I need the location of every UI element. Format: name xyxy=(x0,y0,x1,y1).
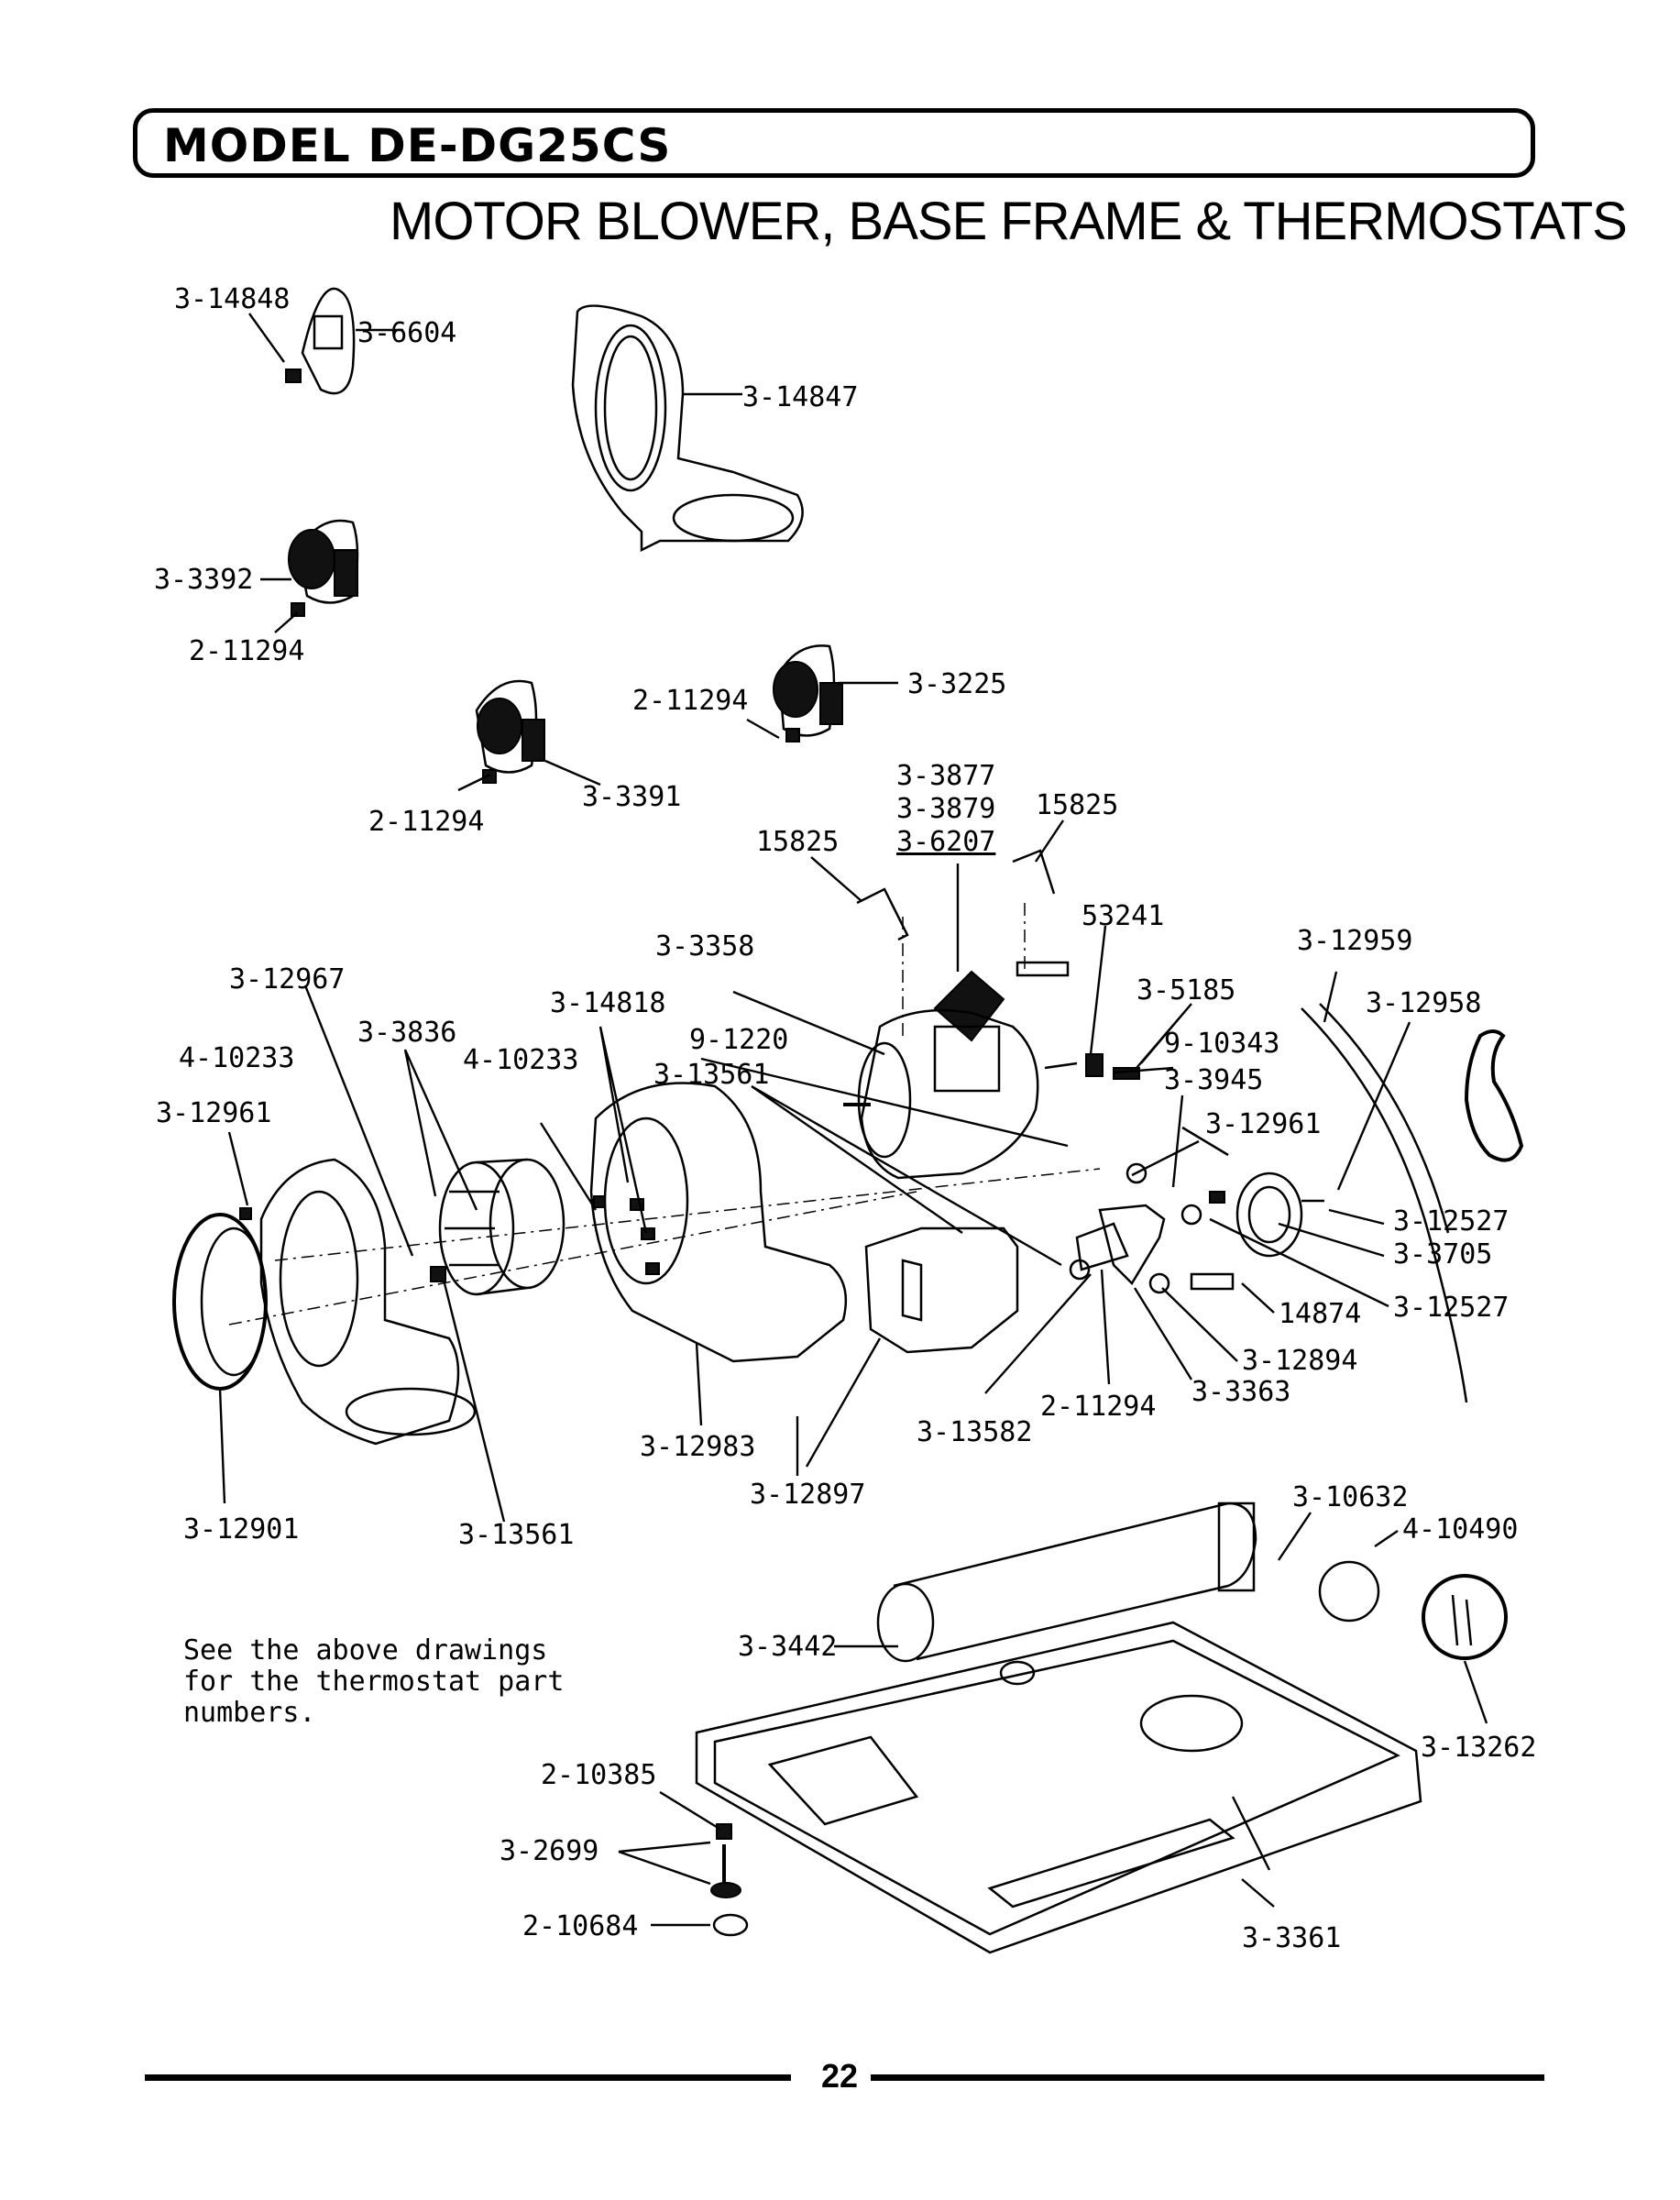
label-3-3442: 3-3442 xyxy=(738,1631,838,1663)
model-name: MODEL DE-DG25CS xyxy=(163,119,672,172)
label-3-13262: 3-13262 xyxy=(1421,1732,1537,1764)
label-3-3225: 3-3225 xyxy=(907,668,1007,700)
label-15825-a: 15825 xyxy=(756,826,840,858)
label-3-12901: 3-12901 xyxy=(183,1513,300,1546)
note-line-2: for the thermostat part xyxy=(183,1666,565,1698)
hardware-drawing xyxy=(1069,1053,1235,1294)
label-9-10343: 9-10343 xyxy=(1164,1028,1280,1060)
label-3-3391: 3-3391 xyxy=(582,781,682,813)
label-3-5185: 3-5185 xyxy=(1136,974,1236,1006)
heater-duct-drawing xyxy=(876,1502,1257,1663)
label-3-6604: 3-6604 xyxy=(357,317,457,349)
label-3-12983: 3-12983 xyxy=(640,1431,756,1463)
blower-seal-drawing xyxy=(172,1213,268,1391)
label-3-2699: 3-2699 xyxy=(500,1835,599,1867)
label-2-11294-d: 2-11294 xyxy=(1040,1391,1157,1423)
label-3-3358: 3-3358 xyxy=(655,930,755,962)
blower-wheel-drawing xyxy=(438,1158,565,1296)
label-14874: 14874 xyxy=(1279,1298,1362,1330)
thermostat-3-3392-drawing xyxy=(288,519,359,617)
label-4-10233-a: 4-10233 xyxy=(179,1042,295,1074)
label-3-3877: 3-3877 xyxy=(896,760,996,792)
wire-harness-drawing xyxy=(1318,1560,1508,1660)
label-3-14848: 3-14848 xyxy=(174,283,291,315)
label-3-3361: 3-3361 xyxy=(1242,1922,1342,1954)
label-3-3363: 3-3363 xyxy=(1191,1376,1291,1408)
label-3-14847: 3-14847 xyxy=(742,381,859,413)
diagram-title: MOTOR BLOWER, BASE FRAME & THERMOSTATS xyxy=(390,192,1628,251)
label-2-11294-a: 2-11294 xyxy=(189,635,305,667)
label-3-13561-a: 3-13561 xyxy=(653,1059,770,1091)
thermostat-3-3391-drawing xyxy=(475,679,545,784)
label-3-12894: 3-12894 xyxy=(1242,1345,1358,1377)
note-line-3: numbers. xyxy=(183,1697,316,1729)
clip-15825-drawing xyxy=(856,849,1056,941)
thermostat-3-3225-drawing xyxy=(773,644,843,742)
label-9-1220: 9-1220 xyxy=(689,1024,789,1056)
model-header-box: MODEL DE-DG25CS xyxy=(133,108,1535,178)
leveling-leg-drawing xyxy=(710,1823,749,1937)
note-line-1: See the above drawings xyxy=(183,1634,548,1666)
blower-housing-left-drawing xyxy=(259,1158,477,1446)
label-53241: 53241 xyxy=(1082,900,1165,932)
label-2-10385: 2-10385 xyxy=(541,1759,657,1791)
label-3-3392: 3-3392 xyxy=(154,564,254,596)
label-3-13561-b: 3-13561 xyxy=(458,1519,575,1551)
leader-lines xyxy=(218,313,1488,1927)
label-2-11294-b: 2-11294 xyxy=(632,685,749,717)
idler-arm-drawing xyxy=(1075,1204,1166,1286)
footer-rule-right xyxy=(871,2074,1544,2081)
thermostat-3-6604-drawing xyxy=(285,287,356,395)
label-4-10490: 4-10490 xyxy=(1402,1513,1519,1546)
page-number: 22 xyxy=(821,2057,859,2095)
motor-mount-drawing xyxy=(864,1226,1019,1354)
label-3-12897: 3-12897 xyxy=(750,1479,866,1511)
label-3-3945: 3-3945 xyxy=(1164,1064,1264,1096)
drive-belt-drawing xyxy=(1301,1003,1468,1403)
idler-belt-drawing xyxy=(1464,1029,1524,1162)
label-3-12961-a: 3-12961 xyxy=(156,1097,272,1129)
motor-switch-drawing xyxy=(933,961,1070,1042)
blower-housing-back-drawing xyxy=(571,304,804,553)
thermostat-note: See the above drawings for the thermosta… xyxy=(183,1635,564,1729)
label-15825-b: 15825 xyxy=(1036,789,1119,821)
label-4-10233-b: 4-10233 xyxy=(463,1044,579,1076)
label-3-12967: 3-12967 xyxy=(229,963,346,996)
label-3-12961-b: 3-12961 xyxy=(1205,1108,1322,1140)
base-frame-drawing xyxy=(695,1621,1422,1954)
label-2-10684: 2-10684 xyxy=(522,1910,639,1942)
label-2-11294-c: 2-11294 xyxy=(368,806,485,838)
label-3-12527-b: 3-12527 xyxy=(1393,1292,1510,1324)
motor-3-3358-drawing xyxy=(843,1008,1078,1180)
label-3-14818: 3-14818 xyxy=(550,987,666,1019)
footer-rule-left xyxy=(145,2074,791,2081)
label-3-12527-a: 3-12527 xyxy=(1393,1205,1510,1238)
label-3-12958: 3-12958 xyxy=(1366,987,1482,1019)
label-3-3836: 3-3836 xyxy=(357,1017,457,1049)
label-3-3705: 3-3705 xyxy=(1393,1238,1493,1270)
label-3-12959: 3-12959 xyxy=(1297,925,1413,957)
idler-pulley-drawing xyxy=(1235,1172,1324,1258)
label-3-10632: 3-10632 xyxy=(1292,1481,1409,1513)
label-3-13582: 3-13582 xyxy=(917,1416,1033,1448)
label-3-3879: 3-3879 xyxy=(896,793,996,825)
label-3-6207: 3-6207 xyxy=(896,826,996,858)
